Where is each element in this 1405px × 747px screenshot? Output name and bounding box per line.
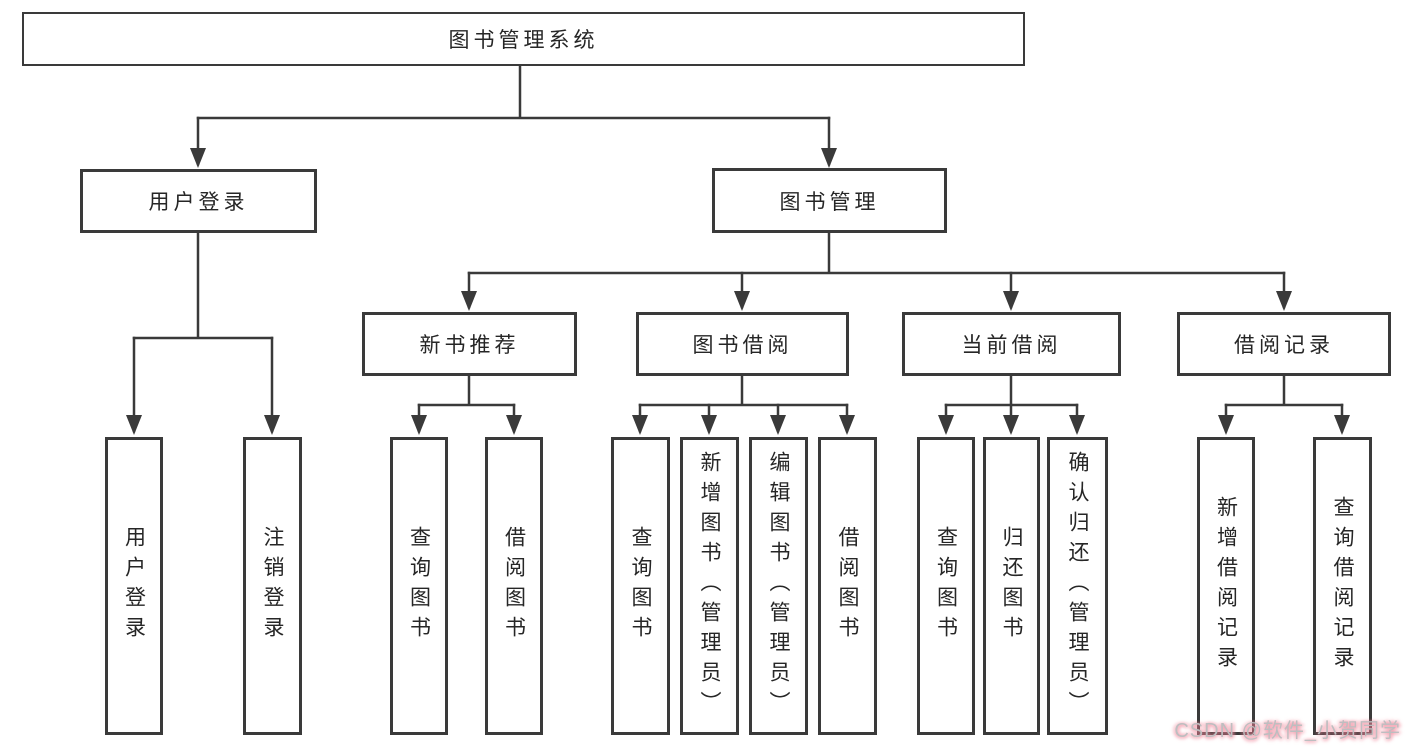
node-user-login-action: 用户登录 <box>105 437 163 735</box>
connector-current-borrow-children <box>938 374 1085 435</box>
node-logout-action: 注销登录 <box>243 437 302 735</box>
node-query-book-under-current: 查询图书 <box>917 437 975 735</box>
node-book-management: 图书管理 <box>712 168 947 233</box>
connector-user-login-children <box>126 231 280 435</box>
node-edit-book-admin: 编辑图书（管理员） <box>749 437 808 735</box>
connector-book-borrow-children <box>632 374 855 435</box>
node-query-borrow-record: 查询借阅记录 <box>1313 437 1372 735</box>
node-new-book-recommend: 新书推荐 <box>362 312 577 376</box>
node-add-book-admin: 新增图书（管理员） <box>680 437 739 735</box>
node-query-book-under-borrowing: 查询图书 <box>611 437 670 735</box>
node-return-book: 归还图书 <box>983 437 1040 735</box>
node-user-login: 用户登录 <box>80 169 317 233</box>
node-borrow-records: 借阅记录 <box>1177 312 1391 376</box>
node-add-borrow-record: 新增借阅记录 <box>1197 437 1255 735</box>
node-current-borrowing: 当前借阅 <box>902 312 1121 376</box>
connector-root-to-level2 <box>190 64 837 168</box>
connector-new-book-rec-children <box>411 374 522 435</box>
node-book-borrowing: 图书借阅 <box>636 312 849 376</box>
node-borrow-book-under-recommend: 借阅图书 <box>485 437 543 735</box>
csdn-watermark: CSDN @软件_小贺同学 <box>1174 720 1401 742</box>
node-confirm-return-admin: 确认归还（管理员） <box>1047 437 1108 735</box>
node-borrow-book-under-borrowing: 借阅图书 <box>818 437 877 735</box>
connector-book-mgmt-children <box>461 231 1292 311</box>
connector-borrow-record-children <box>1218 374 1350 435</box>
node-query-book-under-recommend: 查询图书 <box>390 437 448 735</box>
node-library-management-system: 图书管理系统 <box>22 12 1025 66</box>
